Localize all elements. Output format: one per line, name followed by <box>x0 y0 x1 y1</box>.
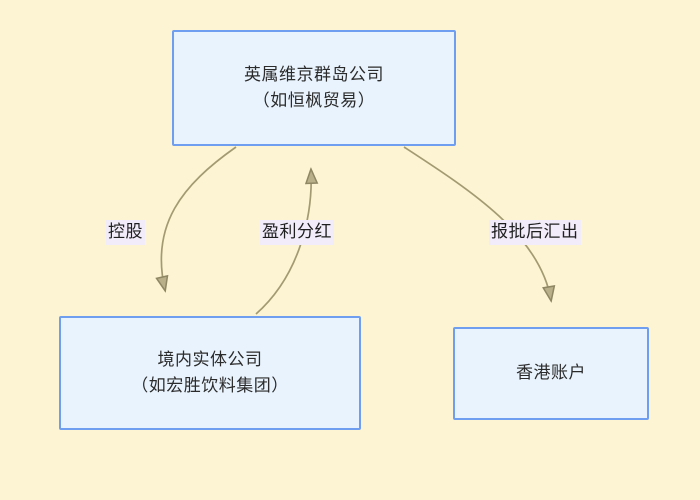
node-bvi-line-1: 英属维京群岛公司 <box>244 64 384 84</box>
edge-label-holding: 控股 <box>106 220 145 245</box>
node-hk-line-1: 香港账户 <box>516 363 586 383</box>
node-domestic-line-1: 境内实体公司 <box>157 349 263 369</box>
edge-remit-path <box>403 146 551 300</box>
node-bvi-company[interactable]: 英属维京群岛公司 （如恒枫贸易） <box>172 30 456 146</box>
node-hongkong-account[interactable]: 香港账户 <box>453 327 649 420</box>
node-bvi-line-2: （如恒枫贸易） <box>252 91 376 110</box>
edge-holding-path <box>161 146 237 290</box>
node-domestic-line-2: （如宏胜饮料集团） <box>131 376 289 395</box>
node-domestic-entity[interactable]: 境内实体公司 （如宏胜饮料集团） <box>59 316 361 430</box>
edge-label-dividend: 盈利分红 <box>260 220 334 245</box>
edge-label-remit: 报批后汇出 <box>489 220 581 245</box>
